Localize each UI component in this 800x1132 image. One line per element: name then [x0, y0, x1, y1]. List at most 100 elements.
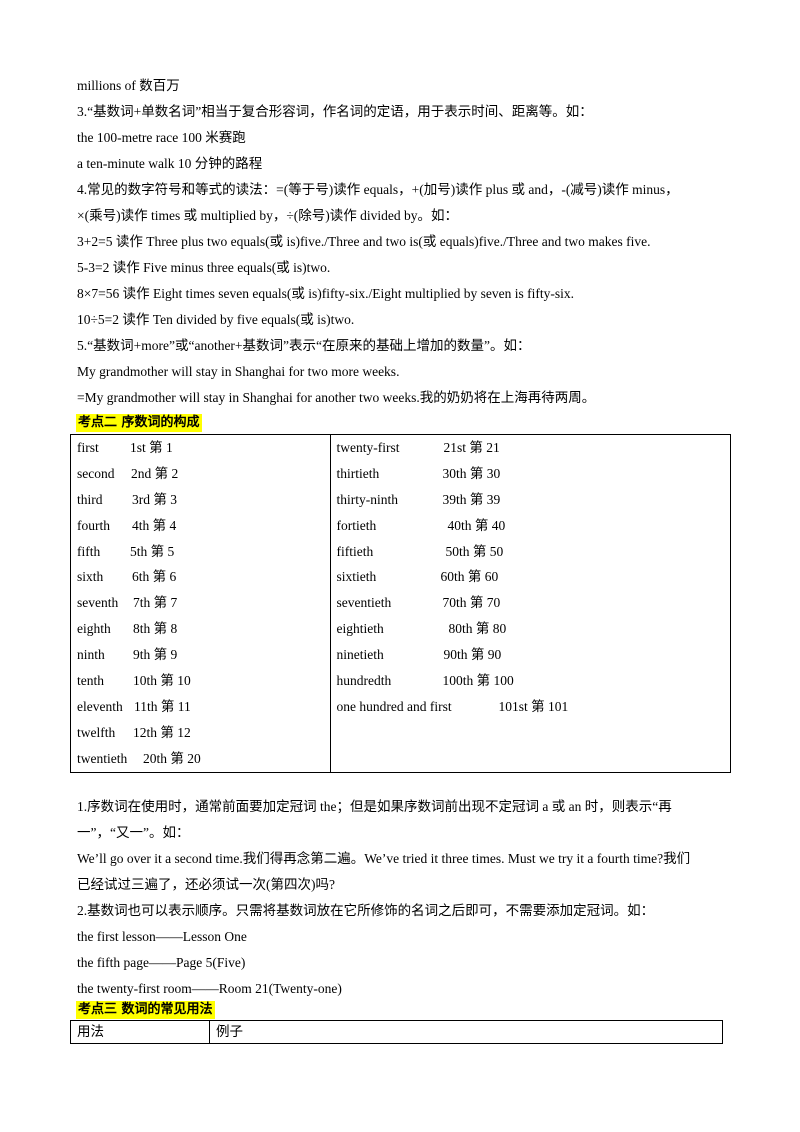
ordinal-word: twentieth — [77, 750, 128, 766]
ordinal-row: tenth 10th 第 10 — [71, 668, 330, 694]
ordinal-word: one hundred and first — [336, 698, 452, 714]
text-line: the 100-metre race 100 米赛跑 — [77, 130, 246, 145]
ordinal-number: 9th 第 9 — [133, 647, 178, 663]
ordinal-word: sixth — [77, 569, 104, 585]
ordinal-number: 8th 第 8 — [133, 621, 178, 637]
text-line: the first lesson——Lesson One — [77, 929, 247, 944]
ordinal-word: thirty-ninth — [336, 491, 399, 507]
ordinal-word: eightieth — [336, 621, 384, 637]
ordinal-row: sixth 6th 第 6 — [71, 564, 330, 590]
text-line: 3.“基数词+单数名词”相当于复合形容词，作名词的定语，用于表示时间、距离等。如… — [77, 104, 593, 119]
ordinal-word: second — [77, 465, 115, 481]
ordinal-word: twenty-first — [336, 440, 400, 455]
ordinal-number: 90th 第 90 — [443, 647, 502, 663]
usage-table: 用法 例子 — [70, 1020, 723, 1044]
ordinal-row: fortieth 40th 第 40 — [331, 513, 730, 539]
ordinal-row: thirtieth 30th 第 30 — [331, 461, 730, 487]
ordinal-row: ninetieth 90th 第 90 — [331, 642, 730, 668]
ordinal-number: 6th 第 6 — [132, 569, 177, 585]
ordinal-row: fiftieth 50th 第 50 — [331, 539, 730, 565]
ordinal-number: 4th 第 4 — [132, 517, 177, 533]
ordinal-word: thirtieth — [336, 465, 380, 481]
ordinal-word: fourth — [77, 517, 110, 533]
ordinal-word: tenth — [77, 673, 104, 689]
ordinal-row: twentieth 20th 第 20 — [71, 746, 330, 772]
ordinal-word: hundredth — [336, 673, 392, 689]
ordinal-number: 11th 第 11 — [134, 698, 191, 714]
ordinal-row: one hundred and first 101st 第 101 — [331, 694, 730, 720]
ordinal-word: ninetieth — [336, 647, 384, 663]
text-line: ×(乘号)读作 times 或 multiplied by，÷(除号)读作 di… — [77, 208, 458, 223]
ordinal-number: 100th 第 100 — [442, 673, 514, 689]
text-line: =My grandmother will stay in Shanghai fo… — [77, 390, 596, 405]
ordinal-word: fortieth — [336, 517, 377, 533]
ordinal-number: 101st 第 101 — [498, 698, 569, 714]
text-line: We’ll go over it a second time.我们得再念第二遍。… — [77, 851, 691, 866]
text-line: My grandmother will stay in Shanghai for… — [77, 364, 400, 379]
ordinal-number: 7th 第 7 — [133, 595, 178, 611]
ordinal-word: third — [77, 491, 103, 507]
ordinal-word: eleventh — [77, 698, 123, 714]
ordinal-number: 5th 第 5 — [130, 543, 175, 559]
ordinals-left-column: first 1st 第 1 second 2nd 第 2 third 3rd 第 3 fou… — [70, 434, 331, 773]
ordinal-row: twenty-first 21st 第 21 — [331, 435, 730, 461]
ordinal-number: 80th 第 80 — [448, 621, 507, 637]
ordinal-word: sixtieth — [336, 569, 377, 585]
ordinal-row: fifth 5th 第 5 — [71, 539, 330, 565]
ordinal-number: 50th 第 50 — [445, 543, 504, 559]
text-line: a ten-minute walk 10 分钟的路程 — [77, 156, 263, 171]
text-line: 10÷5=2 读作 Ten divided by five equals(或 i… — [77, 312, 355, 327]
ordinal-number: 70th 第 70 — [442, 595, 501, 611]
ordinal-word: first — [77, 440, 99, 455]
ordinal-number: 30th 第 30 — [442, 465, 501, 481]
ordinal-number: 2nd 第 2 — [131, 465, 179, 481]
ordinal-number: 12th 第 12 — [133, 724, 191, 740]
ordinal-row: sixtieth 60th 第 60 — [331, 564, 730, 590]
ordinal-word: twelfth — [77, 724, 116, 740]
ordinal-row: fourth 4th 第 4 — [71, 513, 330, 539]
usage-header-cell: 用法 — [70, 1020, 210, 1044]
text-line: 4.常见的数字符号和等式的读法：=(等于号)读作 equals，+(加号)读作 … — [77, 182, 679, 197]
example-header-cell: 例子 — [209, 1020, 723, 1044]
ordinal-number: 3rd 第 3 — [132, 491, 177, 507]
ordinal-row: seventieth 70th 第 70 — [331, 590, 730, 616]
ordinal-row: second 2nd 第 2 — [71, 461, 330, 487]
ordinal-row: eleventh 11th 第 11 — [71, 694, 330, 720]
text-line: 5-3=2 读作 Five minus three equals(或 is)tw… — [77, 260, 331, 275]
text-line: 5.“基数词+more”或“another+基数词”表示“在原来的基础上增加的数… — [77, 338, 531, 353]
ordinal-row: twelfth 12th 第 12 — [71, 720, 330, 746]
ordinal-number: 1st 第 1 — [130, 440, 173, 455]
ordinal-word: fiftieth — [336, 543, 374, 559]
ordinal-number: 40th 第 40 — [447, 517, 506, 533]
ordinal-word: ninth — [77, 647, 105, 663]
text-line: 已经试过三遍了，还必须试一次(第四次)吗? — [77, 877, 335, 892]
ordinal-row: hundredth 100th 第 100 — [331, 668, 730, 694]
text-line: the fifth page——Page 5(Five) — [77, 955, 246, 970]
text-line: 一”，“又一”。如： — [77, 825, 190, 840]
ordinal-word: fifth — [77, 543, 101, 559]
section-heading: 考点三 数词的常见用法 — [76, 1001, 215, 1019]
text-line: the twenty-first room——Room 21(Twenty-on… — [77, 981, 342, 996]
ordinal-row: seventh 7th 第 7 — [71, 590, 330, 616]
text-line: millions of 数百万 — [77, 78, 180, 93]
ordinal-number: 21st 第 21 — [443, 440, 500, 455]
ordinal-row: thirty-ninth 39th 第 39 — [331, 487, 730, 513]
text-line: 1.序数词在使用时，通常前面要加定冠词 the；但是如果序数词前出现不定冠词 a… — [77, 799, 672, 814]
ordinal-row: first 1st 第 1 — [71, 435, 330, 461]
text-line: 2.基数词也可以表示顺序。只需将基数词放在它所修饰的名词之后即可，不需要添加定冠… — [77, 903, 655, 918]
ordinal-number: 39th 第 39 — [442, 491, 501, 507]
text-line: 3+2=5 读作 Three plus two equals(或 is)five… — [77, 234, 651, 249]
ordinal-row: ninth 9th 第 9 — [71, 642, 330, 668]
ordinal-word: seventieth — [336, 595, 392, 611]
text-line: 8×7=56 读作 Eight times seven equals(或 is)… — [77, 286, 575, 301]
ordinal-number: 60th 第 60 — [440, 569, 499, 585]
ordinal-row: eightieth 80th 第 80 — [331, 616, 730, 642]
ordinal-word: seventh — [77, 595, 119, 611]
ordinal-number: 20th 第 20 — [143, 750, 201, 766]
ordinal-number: 10th 第 10 — [133, 673, 191, 689]
ordinals-table: first 1st 第 1 second 2nd 第 2 third 3rd 第 3 fou… — [70, 434, 732, 773]
section-heading: 考点二 序数词的构成 — [76, 414, 202, 432]
